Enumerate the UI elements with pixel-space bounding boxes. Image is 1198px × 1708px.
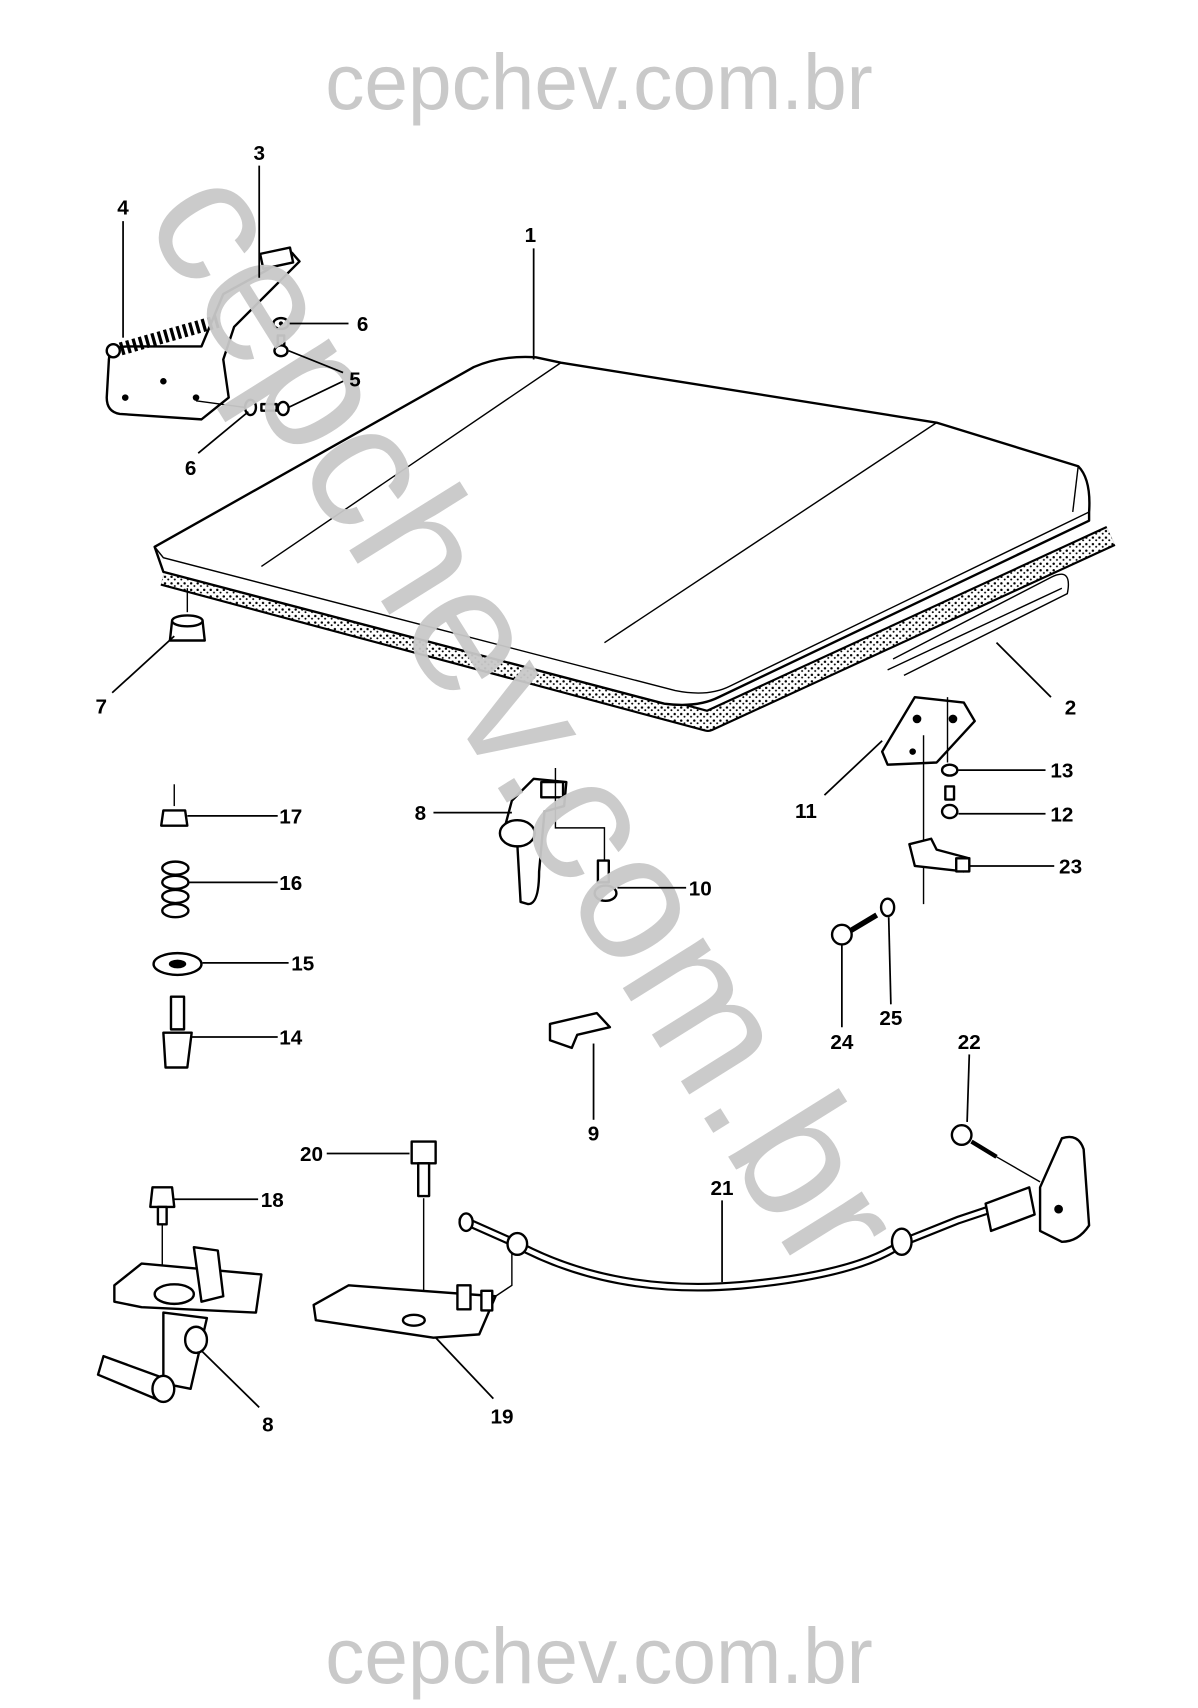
callout-21: 21 bbox=[711, 1177, 734, 1200]
bumper-14 bbox=[162, 995, 193, 1069]
bolt-18 bbox=[149, 1186, 176, 1226]
callout-22: 22 bbox=[958, 1031, 981, 1054]
callout-8-mid: 8 bbox=[415, 802, 427, 825]
callout-20: 20 bbox=[300, 1143, 323, 1166]
callout-18: 18 bbox=[261, 1189, 284, 1212]
callout-16: 16 bbox=[279, 872, 302, 895]
bolt-5-bottom bbox=[260, 400, 290, 417]
callout-17: 17 bbox=[279, 805, 302, 828]
washer-25 bbox=[879, 897, 896, 918]
hood-lock-latch bbox=[96, 1246, 263, 1404]
nut-17 bbox=[159, 809, 189, 827]
watermark-bottom: cepchev.com.br bbox=[325, 1612, 873, 1700]
callout-6-bottom: 6 bbox=[185, 457, 197, 480]
callout-24: 24 bbox=[830, 1031, 854, 1054]
washer-15 bbox=[152, 951, 203, 977]
callout-1: 1 bbox=[525, 224, 537, 247]
callout-11: 11 bbox=[795, 800, 817, 823]
hood-release-cable bbox=[458, 1135, 1091, 1297]
callout-6-top: 6 bbox=[357, 313, 369, 336]
washer-13 bbox=[940, 763, 959, 777]
hood-latch-striker bbox=[498, 767, 618, 906]
bolt-12 bbox=[940, 785, 959, 820]
bolt-20 bbox=[410, 1140, 437, 1198]
clip bbox=[548, 1011, 612, 1050]
hood-hinge bbox=[105, 246, 301, 421]
callout-10: 10 bbox=[689, 877, 712, 900]
callout-4: 4 bbox=[117, 197, 129, 220]
bolt-5-top bbox=[273, 334, 289, 358]
callout-13: 13 bbox=[1050, 760, 1073, 783]
callout-12: 12 bbox=[1050, 803, 1073, 826]
cable-guide-bracket-23 bbox=[908, 837, 971, 873]
callout-19: 19 bbox=[491, 1406, 514, 1429]
callout-5: 5 bbox=[349, 369, 361, 392]
leader-lines bbox=[111, 165, 1055, 1408]
washer-6-top bbox=[272, 316, 290, 331]
callout-labels: 1 2 3 4 5 6 6 7 8 8 9 10 11 12 13 14 15 … bbox=[96, 142, 1083, 1436]
spring-16 bbox=[161, 860, 190, 919]
callout-8-bottom: 8 bbox=[262, 1413, 274, 1436]
screw-22 bbox=[950, 1124, 1041, 1183]
screw-24 bbox=[830, 912, 879, 946]
hood-panel bbox=[153, 355, 1091, 707]
callout-14: 14 bbox=[279, 1027, 303, 1050]
hood-seal bbox=[160, 526, 1116, 732]
callout-3: 3 bbox=[253, 142, 265, 165]
callout-7: 7 bbox=[96, 695, 108, 718]
callout-25: 25 bbox=[879, 1007, 902, 1030]
callout-15: 15 bbox=[291, 953, 314, 976]
adjustable-bumper-stack bbox=[152, 784, 203, 1069]
watermark-diagonal: cepchev.com.br bbox=[109, 132, 944, 1303]
callout-2: 2 bbox=[1065, 697, 1077, 720]
watermark-top: cepchev.com.br bbox=[325, 38, 873, 126]
release-bracket bbox=[312, 1284, 497, 1339]
callout-23: 23 bbox=[1059, 856, 1082, 879]
latch-support-bracket bbox=[880, 695, 976, 905]
rubber-bumper bbox=[168, 588, 206, 642]
callout-9: 9 bbox=[588, 1122, 600, 1145]
